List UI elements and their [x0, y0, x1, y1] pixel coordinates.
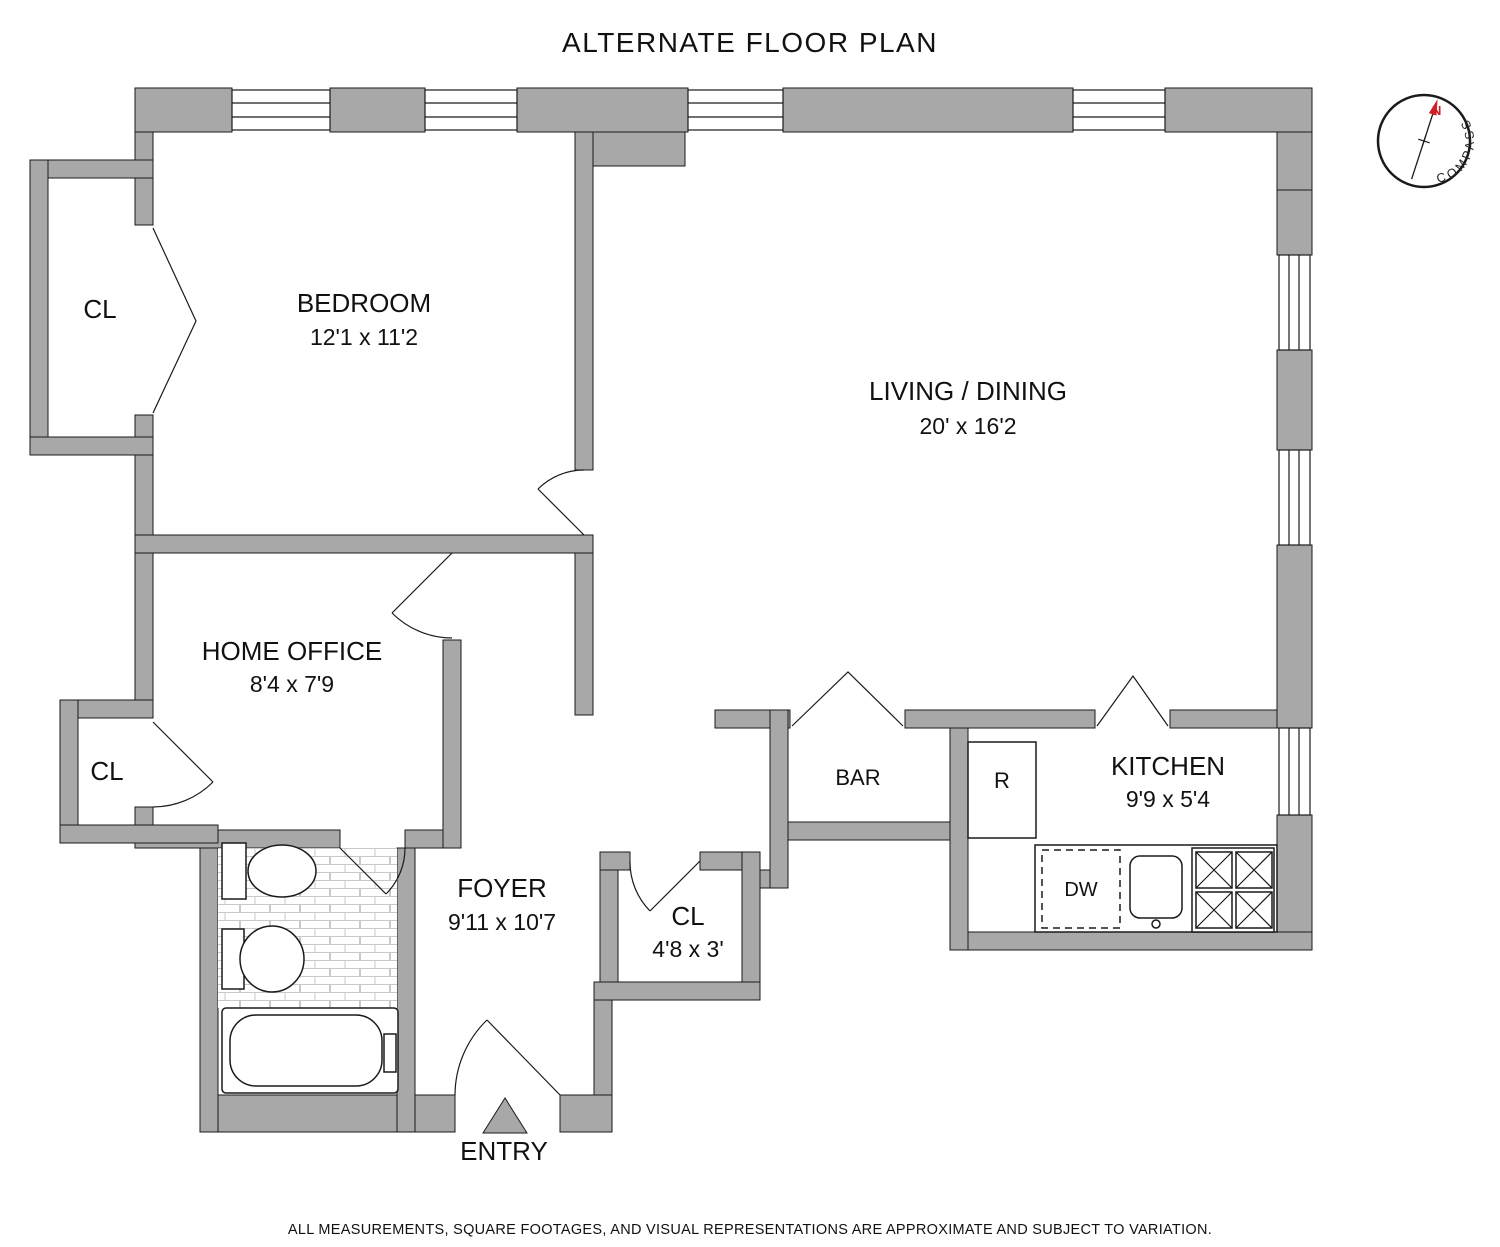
bedroom-closet-label: CL: [83, 294, 116, 324]
foyer-closet-dimensions: 4'8 x 3': [652, 936, 723, 962]
wall-segment: [29, 159, 49, 456]
foyer-closet-label: CL: [671, 901, 704, 931]
wall-segment: [134, 87, 233, 133]
windows: [231, 89, 1311, 816]
wall-segment: [599, 869, 619, 1001]
double-door-bar: [791, 671, 904, 727]
wall-segment: [329, 87, 426, 133]
office-closet-label: CL: [90, 756, 123, 786]
refrigerator-label: R: [994, 768, 1010, 793]
wall-segment: [1169, 709, 1278, 729]
kitchen-label: KITCHEN: [1111, 751, 1225, 781]
window: [1278, 727, 1311, 816]
wall-segment: [699, 851, 743, 871]
wall-segment: [1276, 349, 1313, 451]
wall-segment: [599, 851, 631, 871]
dishwasher: [1041, 849, 1121, 929]
wall-segment: [574, 131, 594, 471]
door-office-closet: [152, 721, 214, 808]
wall-segment: [904, 709, 1096, 729]
wall-segment: [741, 851, 761, 1001]
wall-segment: [442, 639, 462, 849]
bathtub: [221, 1007, 399, 1094]
door-bedroom: [537, 469, 585, 536]
wall-segment: [396, 847, 416, 1133]
wall-segment: [787, 821, 951, 841]
wall-segment: [199, 1094, 456, 1133]
bifold-door-bedroom-closet: [152, 227, 197, 414]
wall-segment: [199, 829, 219, 1133]
wall-segment: [949, 709, 969, 951]
door-entry: [454, 1019, 561, 1096]
compass-needle-icon: [1411, 99, 1438, 180]
walls: [29, 87, 1313, 1133]
window: [424, 89, 518, 131]
entry-marker-icon: [482, 1097, 528, 1134]
compass-logo: N COMPASS: [1376, 93, 1474, 189]
wall-segment: [949, 931, 1313, 951]
wall-segment: [59, 699, 79, 844]
kitchen-sink: [1129, 855, 1183, 929]
fixtures: [221, 741, 1278, 1134]
living-dining-label: LIVING / DINING: [869, 376, 1067, 406]
refrigerator: [967, 741, 1037, 839]
wall-segment: [29, 436, 154, 456]
door-foyer-closet: [629, 860, 701, 912]
kitchen-dimensions: 9'9 x 5'4: [1126, 786, 1210, 812]
page-title: ALTERNATE FLOOR PLAN: [562, 27, 938, 58]
door-home-office: [391, 552, 453, 639]
wall-segment: [59, 824, 219, 844]
window: [687, 89, 784, 131]
foyer-dimensions: 9'11 x 10'7: [448, 909, 556, 935]
wall-segment: [516, 87, 689, 133]
wall-segment: [134, 414, 154, 536]
wall-segment: [574, 552, 594, 716]
window: [231, 89, 331, 131]
wall-segment: [782, 87, 1074, 133]
wall-segment: [769, 709, 789, 889]
wall-segment: [134, 552, 154, 719]
doors: [152, 227, 1169, 1096]
wall-segment: [1276, 131, 1313, 191]
wall-segment: [593, 981, 761, 1001]
window: [1278, 254, 1311, 351]
stove: [1191, 847, 1275, 933]
compass-north-label: N: [1432, 103, 1441, 118]
bar-label: BAR: [835, 765, 880, 790]
double-door-kitchen: [1096, 674, 1169, 727]
bedroom-label: BEDROOM: [297, 288, 431, 318]
living-dining-dimensions: 20' x 16'2: [919, 413, 1016, 439]
home-office-dimensions: 8'4 x 7'9: [250, 671, 334, 697]
wall-segment: [1276, 814, 1313, 951]
wall-segment: [1164, 87, 1313, 133]
wall-segment: [134, 534, 594, 554]
wall-segment: [1276, 189, 1313, 256]
home-office-label: HOME OFFICE: [202, 636, 383, 666]
bathroom-sink: [221, 925, 305, 993]
disclaimer-text: ALL MEASUREMENTS, SQUARE FOOTAGES, AND V…: [288, 1222, 1212, 1238]
foyer-label: FOYER: [457, 873, 547, 903]
toilet: [221, 842, 317, 900]
wall-segment: [1276, 544, 1313, 729]
door-bathroom: [339, 847, 406, 895]
entry-label: ENTRY: [460, 1136, 548, 1166]
wall-segment: [559, 1094, 613, 1133]
dishwasher-label: DW: [1064, 879, 1097, 901]
window: [1278, 449, 1311, 546]
window: [1072, 89, 1166, 131]
bedroom-dimensions: 12'1 x 11'2: [310, 324, 418, 350]
